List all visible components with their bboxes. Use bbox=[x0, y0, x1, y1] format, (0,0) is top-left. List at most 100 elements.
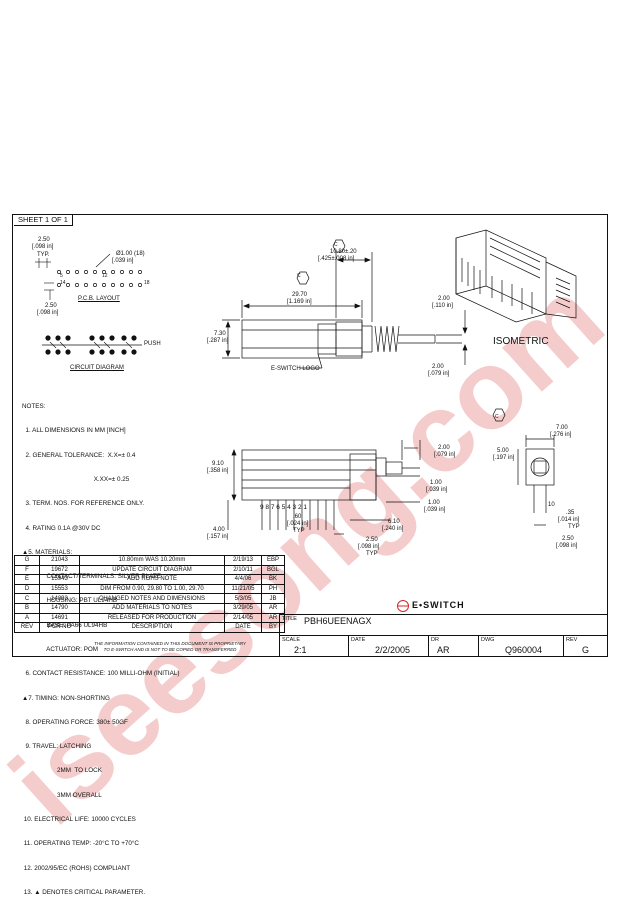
side-crit-flag: C bbox=[334, 242, 338, 248]
front-height: 9.10 bbox=[212, 461, 224, 467]
header-date: DATE bbox=[224, 622, 262, 633]
revision-table: G 21043 10.80mm WAS 10.20mm 2/19/13 EBP … bbox=[14, 555, 285, 633]
table-row: E 15943 ADD ROHS NOTE 4/4/06 BK bbox=[14, 574, 285, 585]
dim-shaft2: 2.00 bbox=[432, 364, 444, 370]
end-d250-in: [.098 in] bbox=[556, 543, 578, 549]
dim-body: 29.70 bbox=[292, 292, 308, 298]
brand-name: E•SWITCH bbox=[412, 600, 465, 610]
rev-cell: A bbox=[14, 612, 40, 624]
front-w100a-in: [.039 in] bbox=[426, 487, 448, 493]
end-d35: .35 bbox=[566, 510, 575, 516]
drawn-by-cell: DR AR bbox=[428, 635, 479, 657]
front-view-drawing bbox=[227, 440, 421, 535]
table-row: C 14893 CHANGED NOTES AND DIMENSIONS 5/3… bbox=[14, 593, 285, 604]
isometric-label: ISOMETRIC bbox=[493, 336, 549, 347]
title-value: PBH6UEENAGX bbox=[304, 616, 372, 626]
note-line: 2. GENERAL TOLERANCE: X.X=± 0.4 bbox=[22, 451, 136, 459]
side-crit-flag-2: C bbox=[297, 273, 301, 279]
front-pin-numbers: 9 8 7 6 5 4 3 2 1 bbox=[260, 504, 307, 511]
disclaimer: THE INFORMATION CONTAINED IN THIS DOCUME… bbox=[60, 641, 280, 652]
side-view-drawing bbox=[222, 239, 468, 369]
note-line: NOTES: bbox=[22, 403, 46, 411]
front-w100b-in: [.039 in] bbox=[424, 507, 446, 513]
table-header-row: REV PCR NO DESCRIPTION DATE BY bbox=[14, 622, 285, 633]
front-pin-width-in: [.024 in] bbox=[287, 521, 309, 527]
dim-shaft: 2.00 bbox=[438, 296, 450, 302]
front-pin-height: 4.00 bbox=[213, 527, 225, 533]
drawing-number-cell: DWG Q960004 bbox=[478, 635, 564, 657]
rev-cell: D bbox=[14, 583, 40, 595]
header-rev: REV bbox=[14, 622, 40, 633]
table-row: D 15553 DIM FROM 0.90, 29.80 TO 1.00, 29… bbox=[14, 583, 285, 595]
end-h500-in: [.197 in] bbox=[493, 455, 515, 461]
title-cell: TITLE PBH6UEENAGX bbox=[279, 614, 608, 636]
dwg-value: Q960004 bbox=[505, 645, 543, 655]
front-w610: 6.10 bbox=[388, 519, 400, 525]
note-line: 10. ELECTRICAL LIFE: 10000 CYCLES bbox=[22, 815, 136, 823]
revision-cell: REV G bbox=[563, 635, 608, 657]
dwg-label: DWG bbox=[481, 637, 495, 643]
note-line: 8. OPERATING FORCE: 380± 50GF bbox=[22, 718, 128, 726]
date-cell: 11/21/05 bbox=[224, 583, 262, 595]
by-cell: BGL bbox=[261, 564, 285, 576]
table-row: A 14691 RELEASED FOR PRODUCTION 2/14/05 … bbox=[14, 612, 285, 624]
pcr-cell: 14893 bbox=[39, 593, 80, 604]
desc-cell: ADD MATERIALS TO NOTES bbox=[79, 602, 225, 614]
desc-cell: ADD ROHS NOTE bbox=[79, 574, 225, 585]
disclaimer-line-2: TO E-SWITCH AND IS NOT TO BE COPIED OR T… bbox=[103, 646, 237, 652]
note-line: 1. ALL DIMENSIONS IN MM [INCH] bbox=[22, 427, 126, 435]
note-line: 3MM OVERALL bbox=[22, 791, 102, 799]
by-cell: AR bbox=[261, 602, 285, 614]
rev-cell: G bbox=[14, 555, 40, 566]
desc-cell: UPDATE CIRCUIT DIAGRAM bbox=[79, 564, 225, 576]
end-w700: 7.00 bbox=[556, 425, 568, 431]
end-pin10: 10 bbox=[548, 502, 555, 508]
pcr-cell: 14790 bbox=[39, 602, 80, 614]
rev-cell: C bbox=[14, 593, 40, 604]
front-w100b: 1.00 bbox=[428, 500, 440, 506]
end-crit-flag: C bbox=[495, 414, 499, 420]
header-by: BY bbox=[261, 622, 285, 633]
end-view-drawing bbox=[492, 408, 555, 526]
rev-cell: F bbox=[14, 564, 40, 576]
pcb-pin-label: 14 bbox=[60, 280, 66, 286]
scale-value: 2:1 bbox=[294, 645, 307, 655]
rev-cell: B bbox=[14, 602, 40, 614]
pcb-pitch-top: 2.50 bbox=[38, 237, 50, 243]
end-h500: 5.00 bbox=[497, 448, 509, 454]
note-line: ▲5. MATERIALS: bbox=[22, 548, 73, 556]
isometric-view bbox=[455, 229, 577, 323]
date-cell: DATE 2/2/2005 bbox=[348, 635, 429, 657]
pcb-hole-in: [.039 in] bbox=[112, 258, 134, 264]
front-typ2: TYP bbox=[366, 551, 378, 557]
note-line: 11. OPERATING TEMP: -20°C TO +70°C bbox=[22, 840, 139, 848]
end-w700-in: [.276 in] bbox=[550, 432, 572, 438]
end-d35-in: [.014 in] bbox=[558, 517, 580, 523]
brand-logo: E•SWITCH bbox=[396, 599, 476, 613]
date-cell: 2/10/11 bbox=[224, 564, 262, 576]
end-d250: 2.50 bbox=[562, 536, 574, 542]
pcb-pin-label: 18 bbox=[144, 280, 150, 286]
note-line: 3. TERM. NOS. FOR REFERENCE ONLY. bbox=[22, 500, 145, 508]
pcr-cell: 15943 bbox=[39, 574, 80, 585]
front-pin-width: .60 bbox=[293, 514, 302, 520]
dim-shaft2-in: [.079 in] bbox=[428, 371, 450, 377]
pcr-cell: 21043 bbox=[39, 555, 80, 566]
brand-mark-icon bbox=[397, 600, 409, 612]
dim-total: 10.80±.20 bbox=[330, 249, 357, 255]
date-cell: 2/14/05 bbox=[224, 612, 262, 624]
front-typ: TYP bbox=[293, 528, 305, 534]
pcr-cell: 15553 bbox=[39, 583, 80, 595]
date-cell: 2/19/13 bbox=[224, 555, 262, 566]
sheet-label: SHEET 1 OF 1 bbox=[14, 214, 73, 226]
front-pin-height-in: [.157 in] bbox=[207, 534, 229, 540]
by-cell: JB bbox=[261, 593, 285, 604]
disclaimer-line-1: THE INFORMATION CONTAINED IN THIS DOCUME… bbox=[94, 641, 246, 646]
rev-value: G bbox=[582, 645, 590, 655]
pcr-cell: 14691 bbox=[39, 612, 80, 624]
pcb-layout-drawing bbox=[35, 253, 142, 300]
circuit-push-label: PUSH bbox=[144, 341, 161, 347]
front-w200-in: [.079 in] bbox=[434, 452, 456, 458]
pcr-cell: 19672 bbox=[39, 564, 80, 576]
table-row: F 19672 UPDATE CIRCUIT DIAGRAM 2/10/11 B… bbox=[14, 564, 285, 576]
